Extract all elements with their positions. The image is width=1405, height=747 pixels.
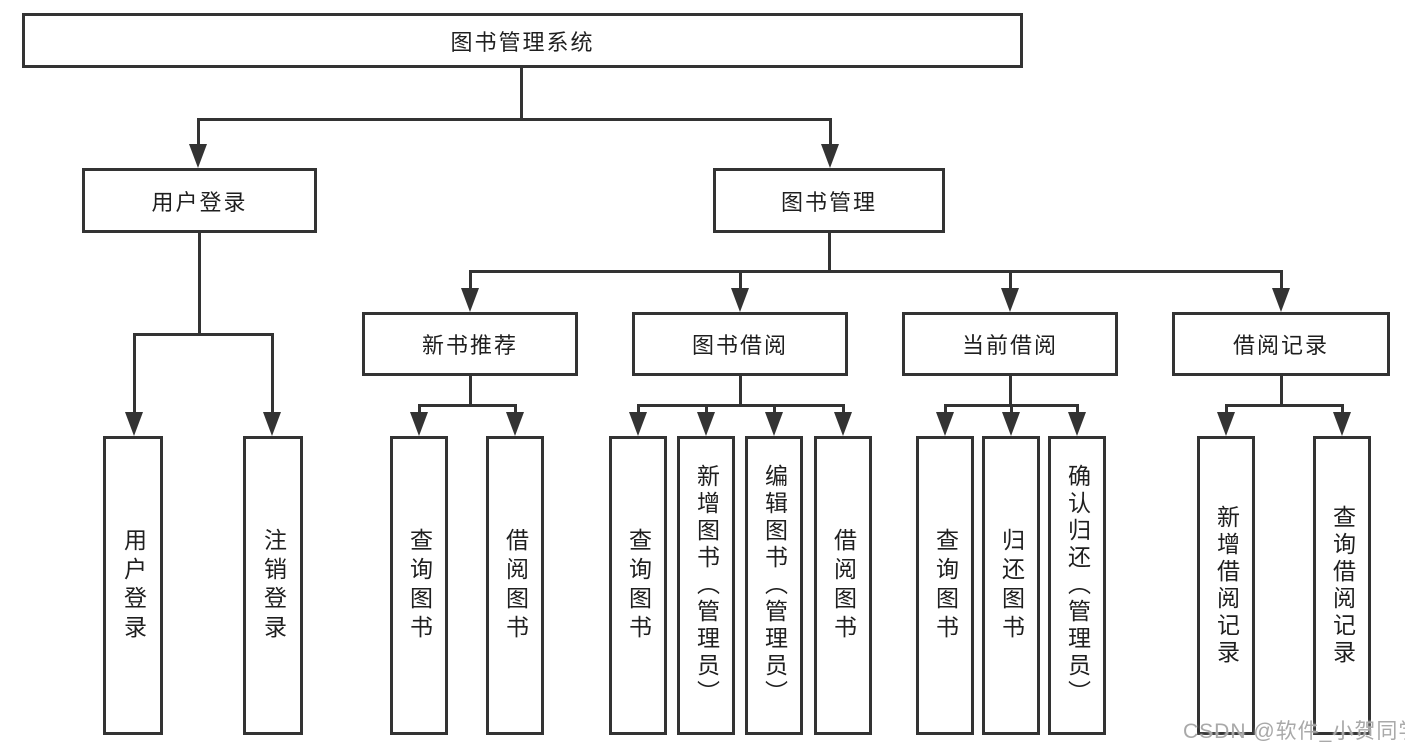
arrow-down-icon bbox=[1272, 288, 1290, 312]
connector-line bbox=[1280, 376, 1283, 404]
connector-line bbox=[1010, 404, 1013, 416]
leaf-add-borrow-record-label: 新增借阅记录 bbox=[1213, 504, 1240, 667]
leaf-borrow-books: 借阅图书 bbox=[814, 436, 872, 735]
leaf-borrow-books-label: 借阅图书 bbox=[830, 527, 857, 644]
node-root-library-system: 图书管理系统 bbox=[22, 13, 1023, 68]
connector-line bbox=[739, 270, 742, 292]
node-user-login-label: 用户登录 bbox=[151, 189, 248, 215]
connector-line bbox=[418, 404, 421, 416]
node-new-book-recommend-label: 新书推荐 bbox=[421, 333, 518, 358]
leaf-query-books-borrow-label: 查询图书 bbox=[625, 527, 652, 644]
connector-line bbox=[1076, 404, 1079, 416]
arrow-down-icon bbox=[821, 144, 839, 168]
connector-line bbox=[469, 376, 472, 404]
connector-line bbox=[637, 404, 640, 416]
connector-line bbox=[842, 404, 845, 416]
connector-line bbox=[1341, 404, 1344, 416]
leaf-add-borrow-record: 新增借阅记录 bbox=[1197, 436, 1255, 735]
arrow-down-icon bbox=[506, 412, 524, 436]
arrow-down-icon bbox=[1333, 412, 1351, 436]
node-book-borrow: 图书借阅 bbox=[632, 312, 848, 376]
connector-line bbox=[271, 333, 274, 416]
leaf-return-books: 归还图书 bbox=[982, 436, 1040, 735]
connector-line bbox=[637, 404, 845, 407]
node-current-borrow: 当前借阅 bbox=[902, 312, 1118, 376]
node-user-login: 用户登录 bbox=[82, 168, 317, 233]
leaf-query-borrow-record: 查询借阅记录 bbox=[1313, 436, 1371, 735]
leaf-query-books-recommend: 查询图书 bbox=[390, 436, 448, 735]
leaf-add-books-admin-label: 新增图书（管理员） bbox=[693, 464, 720, 707]
connector-line bbox=[1225, 404, 1228, 416]
arrow-down-icon bbox=[834, 412, 852, 436]
arrow-down-icon bbox=[697, 412, 715, 436]
arrow-down-icon bbox=[629, 412, 647, 436]
leaf-confirm-return-admin-label: 确认归还（管理员） bbox=[1064, 464, 1091, 707]
arrow-down-icon bbox=[1068, 412, 1086, 436]
leaf-query-books-current-label: 查询图书 bbox=[932, 527, 959, 644]
node-book-borrow-label: 图书借阅 bbox=[691, 333, 788, 358]
connector-line bbox=[133, 333, 274, 336]
connector-line bbox=[514, 404, 517, 416]
connector-line bbox=[773, 404, 776, 416]
node-book-management-label: 图书管理 bbox=[780, 189, 877, 215]
arrow-down-icon bbox=[461, 288, 479, 312]
arrow-down-icon bbox=[189, 144, 207, 168]
leaf-logout-label: 注销登录 bbox=[260, 527, 287, 644]
connector-line bbox=[418, 404, 517, 407]
leaf-query-books-borrow: 查询图书 bbox=[609, 436, 667, 735]
arrow-down-icon bbox=[1217, 412, 1235, 436]
connector-line bbox=[828, 233, 831, 270]
leaf-logout: 注销登录 bbox=[243, 436, 303, 735]
csdn-watermark: CSDN @软件_小贺同学 bbox=[1183, 720, 1405, 743]
leaf-edit-books-admin-label: 编辑图书（管理员） bbox=[761, 464, 788, 707]
connector-line bbox=[1009, 270, 1012, 292]
leaf-user-login-label: 用户登录 bbox=[120, 527, 147, 644]
arrow-down-icon bbox=[1001, 288, 1019, 312]
connector-line bbox=[944, 404, 947, 416]
connector-line bbox=[469, 270, 1283, 273]
connector-line bbox=[829, 118, 832, 148]
leaf-borrow-books-recommend-label: 借阅图书 bbox=[502, 527, 529, 644]
connector-line bbox=[739, 376, 742, 404]
node-new-book-recommend: 新书推荐 bbox=[362, 312, 578, 376]
connector-line bbox=[197, 118, 831, 121]
leaf-borrow-books-recommend: 借阅图书 bbox=[486, 436, 544, 735]
connector-line bbox=[705, 404, 708, 416]
leaf-edit-books-admin: 编辑图书（管理员） bbox=[745, 436, 803, 735]
arrow-down-icon bbox=[936, 412, 954, 436]
arrow-down-icon bbox=[731, 288, 749, 312]
leaf-add-books-admin: 新增图书（管理员） bbox=[677, 436, 735, 735]
connector-line bbox=[469, 270, 472, 292]
node-borrow-records-label: 借阅记录 bbox=[1232, 333, 1329, 358]
leaf-confirm-return-admin: 确认归还（管理员） bbox=[1048, 436, 1106, 735]
node-root-label: 图书管理系统 bbox=[450, 29, 595, 55]
connector-line bbox=[133, 333, 136, 416]
connector-line bbox=[1225, 404, 1344, 407]
arrow-down-icon bbox=[410, 412, 428, 436]
arrow-down-icon bbox=[263, 412, 281, 436]
connector-line bbox=[198, 233, 201, 333]
leaf-query-borrow-record-label: 查询借阅记录 bbox=[1329, 504, 1356, 667]
connector-line bbox=[197, 118, 200, 148]
connector-line bbox=[1280, 270, 1283, 292]
arrow-down-icon bbox=[125, 412, 143, 436]
connector-line bbox=[1009, 376, 1012, 404]
leaf-user-login: 用户登录 bbox=[103, 436, 163, 735]
arrow-down-icon bbox=[765, 412, 783, 436]
node-borrow-records: 借阅记录 bbox=[1172, 312, 1390, 376]
node-current-borrow-label: 当前借阅 bbox=[961, 333, 1058, 358]
connector-line bbox=[520, 68, 523, 118]
node-book-management: 图书管理 bbox=[713, 168, 945, 233]
leaf-return-books-label: 归还图书 bbox=[998, 527, 1025, 644]
leaf-query-books-recommend-label: 查询图书 bbox=[406, 527, 433, 644]
leaf-query-books-current: 查询图书 bbox=[916, 436, 974, 735]
arrow-down-icon bbox=[1002, 412, 1020, 436]
